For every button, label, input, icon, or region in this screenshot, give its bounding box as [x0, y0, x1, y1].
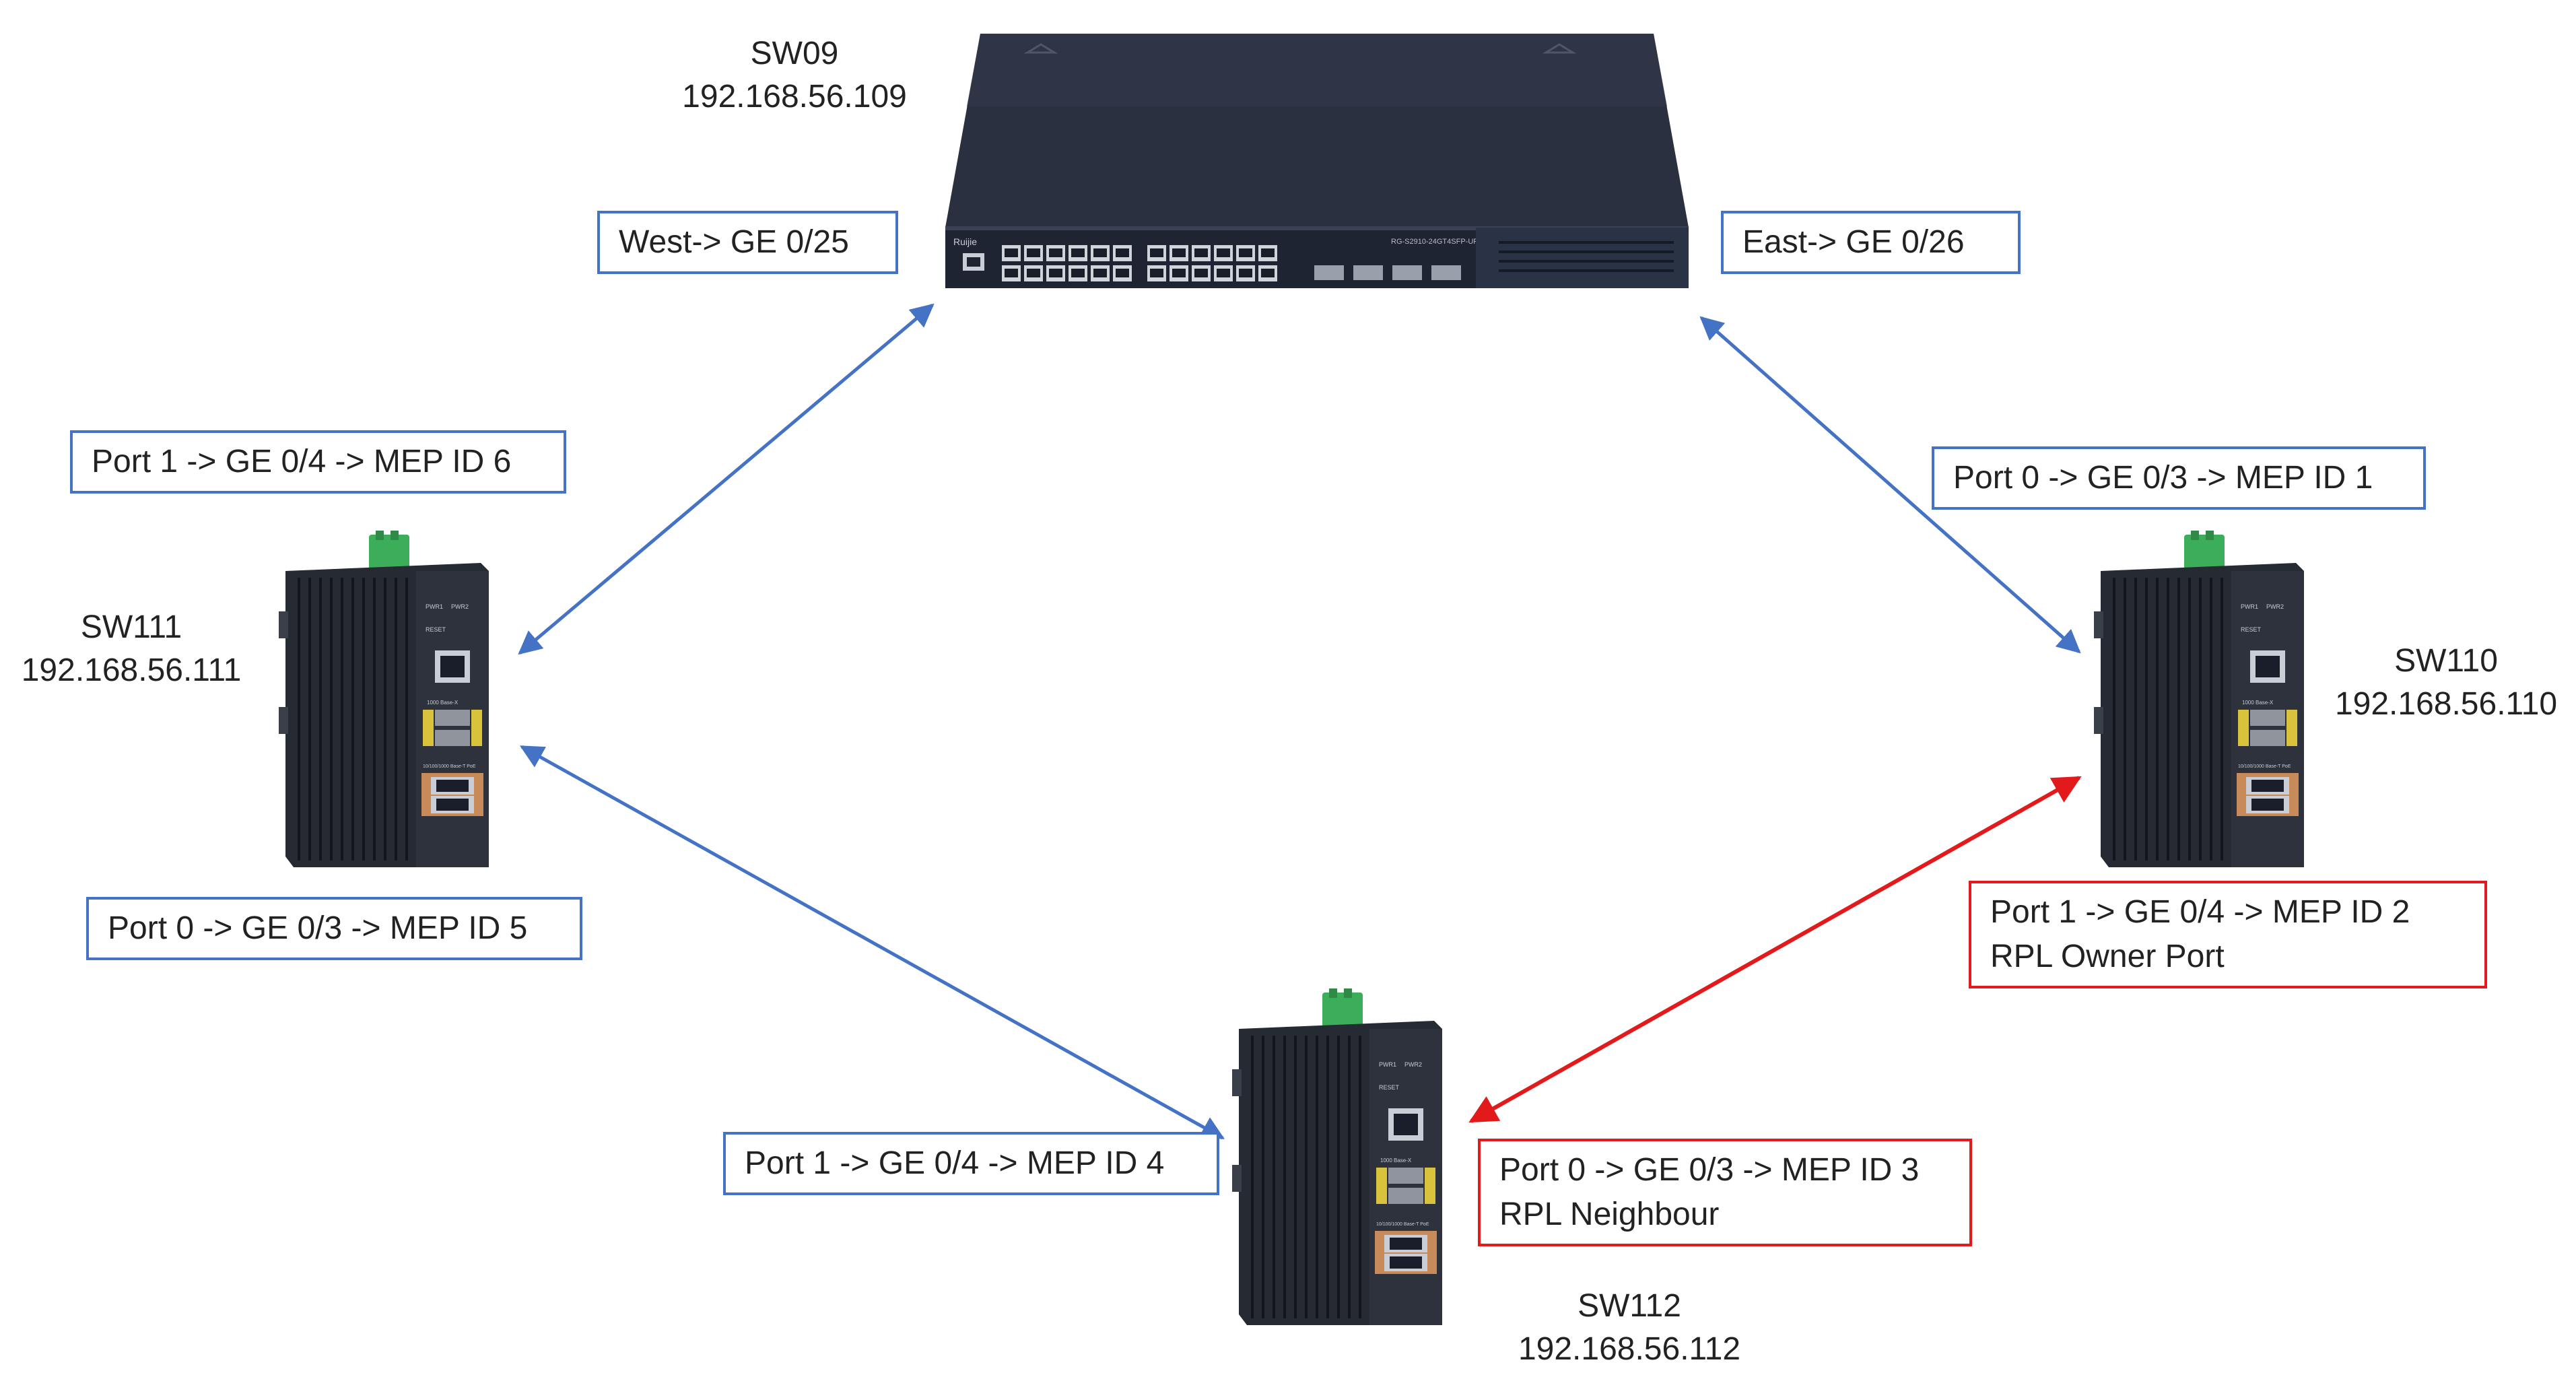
- model-label: RG-S2910-24GT4SFP-UP-H: [1391, 238, 1486, 246]
- node-name: SW111: [80, 609, 182, 645]
- rj45-socket: [1093, 269, 1107, 277]
- svg-text:10/100/1000 Base-T PoE: 10/100/1000 Base-T PoE: [423, 764, 476, 769]
- port-box-sw09-east: East-> GE 0/26: [1721, 211, 2021, 274]
- rj45-socket: [1261, 269, 1275, 277]
- rj45-socket: [1150, 269, 1163, 277]
- svg-text:PWR1: PWR1: [2241, 603, 2258, 610]
- terminal-block: [1322, 993, 1363, 1030]
- rj45-socket: [1071, 248, 1085, 257]
- port-line: Port 0 -> GE 0/3 -> MEP ID 3: [1499, 1152, 1920, 1188]
- port-box-sw110-port1-rpl-owner: Port 1 -> GE 0/4 -> MEP ID 2 RPL Owner P…: [1969, 881, 2487, 988]
- link-sw112-sw110-rpl: [1468, 776, 2082, 1123]
- port-line: Port 1 -> GE 0/4 -> MEP ID 2: [1990, 894, 2410, 930]
- port-box-sw09-west: West-> GE 0/25: [597, 211, 898, 274]
- brand-logo: Ruijie: [953, 236, 977, 247]
- din-switch-sw111: PWR1 PWR2 RESET 1000 Base-X 10/100/1000 …: [279, 531, 489, 867]
- svg-text:RESET: RESET: [2241, 626, 2262, 633]
- port-line: West-> GE 0/25: [619, 224, 849, 260]
- port-line: Port 1 -> GE 0/4 -> MEP ID 4: [745, 1145, 1165, 1181]
- rj45-socket: [1239, 248, 1252, 257]
- node-name: SW110: [2394, 643, 2498, 679]
- rj45-socket: [1049, 269, 1062, 277]
- node-name: SW112: [1578, 1288, 1681, 1324]
- rj45-port-group: [1002, 245, 1277, 281]
- sfp-port: [1392, 265, 1422, 280]
- svg-text:PWR2: PWR2: [2266, 603, 2284, 610]
- node-ip: 192.168.56.110: [2334, 686, 2558, 722]
- svg-text:PWR2: PWR2: [451, 603, 469, 610]
- rj45-socket: [1049, 248, 1062, 257]
- din-switch-sw110: PWR1 PWR2 RESET 1000 Base-X 10/100/1000 …: [2094, 531, 2304, 867]
- rj45-socket: [1005, 269, 1018, 277]
- rj45-socket: [1261, 248, 1275, 257]
- node-ip: 192.168.56.111: [21, 652, 242, 688]
- rj45-socket: [1116, 248, 1129, 257]
- sfp-port: [435, 710, 470, 726]
- svg-text:PWR1: PWR1: [1379, 1061, 1396, 1068]
- svg-text:PWR1: PWR1: [426, 603, 443, 610]
- sfp-port: [2250, 730, 2285, 746]
- svg-text:RESET: RESET: [1379, 1084, 1400, 1091]
- sfp-port: [1314, 265, 1344, 280]
- port-line: Port 0 -> GE 0/3 -> MEP ID 1: [1953, 460, 2373, 496]
- rack-switch-sw09: Ruijie RG-S2910-24GT4SFP-UP-H: [945, 34, 1689, 288]
- node-ip: 192.168.56.112: [1518, 1331, 1741, 1367]
- svg-text:PWR2: PWR2: [1404, 1061, 1422, 1068]
- link-sw09-sw110: [1699, 316, 2081, 654]
- sfp-port: [1431, 265, 1461, 280]
- link-sw09-sw111: [518, 303, 935, 655]
- port-box-sw110-port0: Port 0 -> GE 0/3 -> MEP ID 1: [1932, 446, 2426, 510]
- port-line: East-> GE 0/26: [1742, 224, 1965, 260]
- rj45-socket: [1150, 248, 1163, 257]
- rj45-socket: [1172, 248, 1186, 257]
- port-role: RPL Owner Port: [1990, 939, 2225, 974]
- rj45-socket: [1172, 269, 1186, 277]
- port-role: RPL Neighbour: [1499, 1197, 1720, 1232]
- rj45-socket: [1217, 248, 1230, 257]
- svg-text:1000 Base-X: 1000 Base-X: [2242, 700, 2274, 706]
- node-label-sw09: SW09 192.168.56.109: [660, 32, 929, 119]
- rj45-socket: [1093, 248, 1107, 257]
- port-box-sw111-port0: Port 0 -> GE 0/3 -> MEP ID 5: [86, 897, 582, 960]
- sfp-port: [435, 730, 470, 746]
- rj45-socket: [1005, 248, 1018, 257]
- rj45-socket: [1071, 269, 1085, 277]
- sfp-port: [1353, 265, 1383, 280]
- svg-text:10/100/1000 Base-T PoE: 10/100/1000 Base-T PoE: [1376, 1222, 1429, 1227]
- sfp-port-group: [1314, 265, 1461, 280]
- node-label-sw112: SW112 192.168.56.112: [1495, 1285, 1764, 1371]
- rj45-socket: [1194, 248, 1208, 257]
- port-box-sw112-port0-rpl-neighbour: Port 0 -> GE 0/3 -> MEP ID 3 RPL Neighbo…: [1478, 1139, 1972, 1246]
- svg-text:RESET: RESET: [426, 626, 446, 633]
- rj45-socket: [1239, 269, 1252, 277]
- sfp-port: [1388, 1188, 1423, 1204]
- terminal-block: [369, 535, 409, 572]
- rj45-socket: [1217, 269, 1230, 277]
- rj45-socket: [1027, 269, 1040, 277]
- node-ip: 192.168.56.109: [682, 79, 907, 114]
- din-switch-sw112: PWR1 PWR2 RESET 1000 Base-X 10/100/1000 …: [1232, 988, 1442, 1325]
- port-box-sw112-port1: Port 1 -> GE 0/4 -> MEP ID 4: [723, 1132, 1219, 1195]
- rj45-socket: [1116, 269, 1129, 277]
- svg-text:1000 Base-X: 1000 Base-X: [1380, 1157, 1412, 1164]
- node-label-sw111: SW111 192.168.56.111: [0, 606, 263, 692]
- link-sw111-sw112: [519, 745, 1225, 1140]
- svg-text:10/100/1000 Base-T PoE: 10/100/1000 Base-T PoE: [2238, 764, 2291, 769]
- sfp-port: [1388, 1168, 1423, 1184]
- node-name: SW09: [750, 36, 839, 71]
- svg-text:1000 Base-X: 1000 Base-X: [427, 700, 459, 706]
- rj45-socket: [1194, 269, 1208, 277]
- port-line: Port 0 -> GE 0/3 -> MEP ID 5: [108, 910, 528, 946]
- port-box-sw111-port1: Port 1 -> GE 0/4 -> MEP ID 6: [70, 430, 566, 494]
- rj45-socket: [1027, 248, 1040, 257]
- port-line: Port 1 -> GE 0/4 -> MEP ID 6: [92, 444, 512, 479]
- node-label-sw110: SW110 192.168.56.110: [2321, 640, 2571, 726]
- sfp-port: [2250, 710, 2285, 726]
- terminal-block: [2184, 535, 2225, 572]
